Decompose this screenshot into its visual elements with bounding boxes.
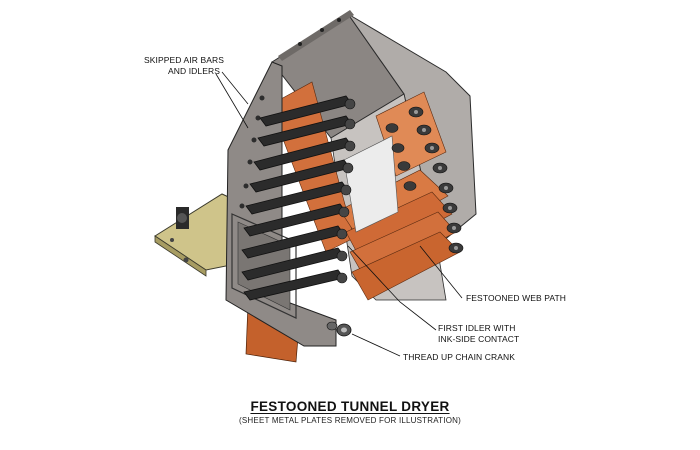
callout-thread-up-crank: THREAD UP CHAIN CRANK bbox=[403, 352, 515, 363]
callout-first-idler: FIRST IDLER WITH INK-SIDE CONTACT bbox=[438, 323, 519, 345]
callout-skipped-air-bars-line2: AND IDLERS bbox=[168, 66, 221, 76]
air-bars bbox=[241, 95, 353, 301]
diagram-subtitle: (SHEET METAL PLATES REMOVED FOR ILLUSTRA… bbox=[239, 416, 461, 425]
air-bar-end-idlers bbox=[336, 98, 356, 284]
leader-lines bbox=[215, 71, 463, 357]
callout-skipped-air-bars-line1: SKIPPED AIR BARS bbox=[144, 55, 225, 65]
idler-rollers bbox=[385, 106, 464, 254]
base-plate bbox=[154, 193, 247, 277]
chain-crank bbox=[326, 321, 352, 337]
callout-festooned-web-path: FESTOONED WEB PATH bbox=[466, 293, 566, 304]
diagram-title-wrap: FESTOONED TUNNEL DRYER bbox=[0, 399, 700, 414]
callout-festooned-web-path-line1: FESTOONED WEB PATH bbox=[466, 293, 567, 303]
callout-first-idler-line1: FIRST IDLER WITH bbox=[438, 323, 516, 333]
callout-first-idler-line2: INK-SIDE CONTACT bbox=[438, 334, 520, 344]
callout-thread-up-crank-line1: THREAD UP CHAIN CRANK bbox=[403, 352, 515, 362]
diagram-title: FESTOONED TUNNEL DRYER bbox=[250, 399, 450, 414]
callout-skipped-air-bars: SKIPPED AIR BARS AND IDLERS bbox=[144, 55, 224, 77]
